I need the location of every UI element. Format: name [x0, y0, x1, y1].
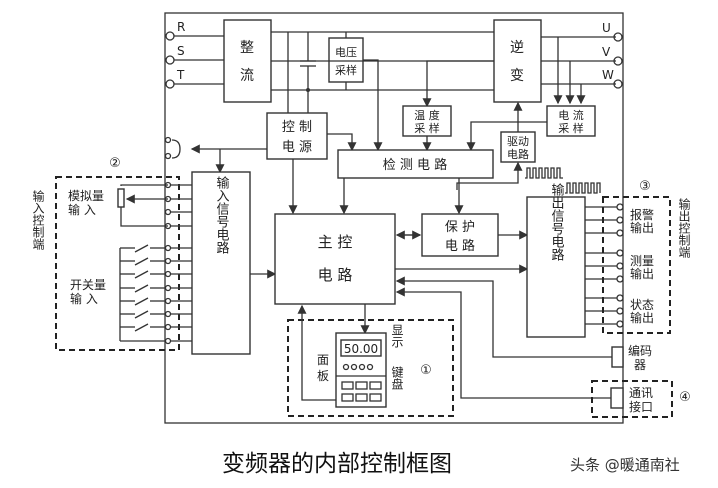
encoder-label-2: 器: [634, 358, 646, 372]
rectifier-label-2: 流: [240, 68, 254, 84]
panel-label-1: 面: [317, 353, 329, 367]
input-control-side-label: 输入控制端: [31, 189, 45, 251]
keyboard-label: 键盘: [390, 366, 404, 390]
inverter-label-1: 逆: [510, 40, 524, 56]
panel-keys: [341, 381, 382, 402]
control-power-block: [266, 112, 328, 160]
output-control-marker: ③: [639, 179, 651, 194]
temperature-sampling-label-1: 温 度: [414, 108, 440, 122]
panel-box: [287, 319, 454, 417]
terminal-w: W: [602, 68, 614, 82]
terminal-t: T: [176, 68, 185, 82]
input-signal-block: [191, 171, 251, 355]
analog-input-label-2: 输 入: [68, 202, 96, 217]
inverter-label-2: 变: [510, 68, 524, 84]
protection-label-1: 保 护: [445, 220, 475, 235]
comm-box: [591, 380, 673, 418]
alarm-output-label-1: 报警: [630, 207, 654, 222]
voltage-sampling-label-1: 电压: [335, 46, 357, 59]
input-signal-label: 输入信号电路: [214, 175, 230, 254]
main-control-label-1: 主 控: [318, 233, 353, 251]
watermark: 头条 @暖通南社: [570, 456, 680, 474]
main-control-label-2: 电 路: [318, 266, 353, 284]
input-control-marker: ②: [109, 156, 121, 171]
comm-label-1: 通讯: [629, 386, 653, 400]
control-power-label-2: 电 源: [282, 140, 312, 155]
panel-display-value: 50.00: [344, 342, 378, 356]
output-control-terminals: [585, 203, 624, 328]
display-label: 显示: [390, 324, 404, 348]
input-control-box: [55, 176, 180, 351]
inverter-block: [493, 19, 542, 103]
panel-indicator-leds: [342, 363, 374, 371]
switch-input-label-1: 开关量: [70, 278, 106, 292]
drive-circuit-label-1: 驱动: [507, 135, 529, 148]
comm-marker: ④: [679, 390, 691, 405]
figure-caption: 变频器的内部控制框图: [222, 451, 452, 477]
control-power-label-1: 控 制: [282, 120, 312, 135]
temperature-sampling-label-2: 采 样: [414, 121, 440, 135]
output-control-box: [602, 196, 671, 334]
output-signal-label: 输出信号电路: [549, 182, 565, 261]
comm-connector: [610, 387, 624, 409]
terminal-v: V: [602, 45, 611, 59]
voltage-sampling-label-2: 采样: [335, 63, 357, 77]
terminal-s: S: [177, 44, 185, 58]
protection-label-2: 电 路: [445, 238, 475, 254]
output-control-side-label: 输出控制端: [677, 197, 691, 259]
comm-label-2: 接口: [629, 399, 653, 414]
measure-output-label-1: 测量: [630, 254, 654, 268]
status-output-label-1: 状态: [630, 298, 654, 312]
output-signal-block: [526, 196, 586, 338]
pwm-waveform: [525, 167, 601, 194]
encoder-connector: [611, 346, 624, 368]
current-sampling-block: [546, 105, 596, 137]
analog-input-label-1: 模拟量: [68, 189, 104, 203]
rectifier-label-1: 整: [240, 40, 254, 56]
output-terminals: [541, 32, 623, 105]
detection-circuit-block: [337, 149, 494, 179]
alarm-output-label-2: 输出: [630, 220, 654, 235]
potentiometer-icon: [117, 188, 125, 208]
temperature-sampling-block: [402, 105, 452, 137]
drive-circuit-label-2: 电路: [507, 148, 529, 161]
rectifier-block: [223, 19, 272, 103]
current-sampling-label-2: 采 样: [558, 121, 584, 135]
terminal-u: U: [602, 21, 611, 35]
terminal-r: R: [177, 20, 185, 34]
current-sampling-label-1: 电 流: [558, 108, 584, 122]
protection-block: [421, 213, 499, 257]
encoder-label-1: 编码: [628, 343, 652, 358]
main-control-block: [274, 213, 396, 305]
voltage-sampling-block: [328, 37, 364, 83]
detection-circuit-label: 检 测 电 路: [383, 157, 447, 173]
panel-marker: ①: [420, 363, 432, 378]
measure-output-label-2: 输出: [630, 266, 654, 281]
drive-circuit-block: [500, 131, 536, 163]
input-terminals: [165, 31, 224, 89]
panel-label-2: 板: [317, 369, 329, 383]
switch-input-switches: [119, 244, 166, 342]
status-output-label-2: 输出: [630, 310, 654, 325]
panel-display: [340, 339, 382, 357]
switch-input-label-2: 输 入: [70, 291, 98, 306]
